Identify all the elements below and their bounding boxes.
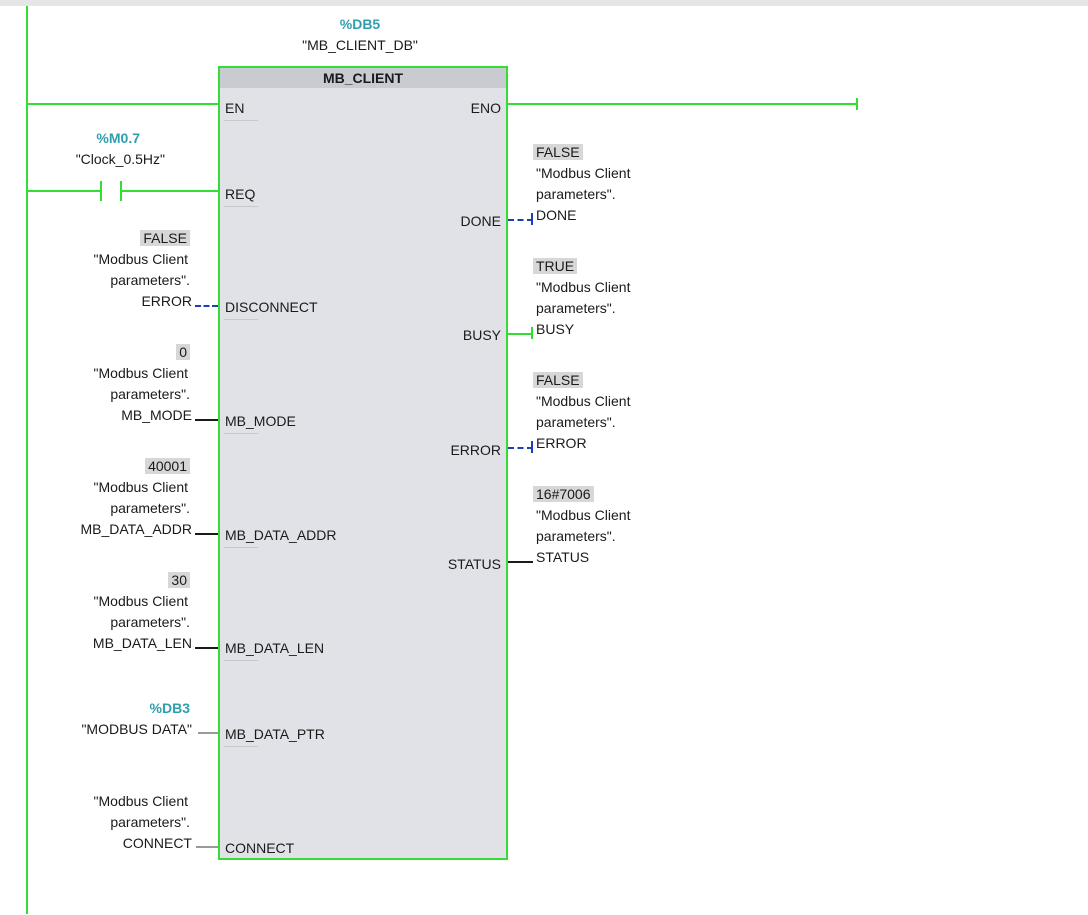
mb-data-len-operand-value: 30 bbox=[168, 572, 190, 588]
disconnect-operand-line1[interactable]: "Modbus Client bbox=[93, 251, 188, 267]
disconnect-wire bbox=[195, 305, 218, 307]
mb-data-addr-operand-value-row[interactable]: 40001 bbox=[20, 456, 190, 477]
mb-mode-operand-value-row[interactable]: 0 bbox=[20, 342, 190, 363]
mb-data-addr-operand-line2[interactable]: parameters". bbox=[110, 500, 190, 516]
req-contact-left-bar[interactable] bbox=[100, 181, 102, 201]
status-operand-value: 16#7006 bbox=[533, 486, 594, 502]
pin-mb-data-ptr[interactable]: MB_DATA_PTR bbox=[225, 726, 325, 742]
pin-connect[interactable]: CONNECT bbox=[225, 840, 295, 856]
done-operand-line2[interactable]: parameters". bbox=[536, 186, 616, 202]
left-power-rail bbox=[26, 6, 28, 914]
mb-data-len-operand-value-row[interactable]: 30 bbox=[20, 570, 190, 591]
pin-eno[interactable]: ENO bbox=[470, 100, 501, 116]
pin-mb-data-len[interactable]: MB_DATA_LEN bbox=[225, 640, 325, 656]
error-operand-line2[interactable]: parameters". bbox=[536, 414, 616, 430]
error-operand-line3[interactable]: ERROR bbox=[536, 435, 587, 451]
pin-mb-data-ptr-underline bbox=[224, 746, 258, 747]
mb-data-ptr-wire bbox=[198, 732, 218, 734]
pin-mb-mode-underline bbox=[224, 433, 258, 434]
en-power-line bbox=[28, 103, 218, 105]
done-operand-value: FALSE bbox=[533, 144, 583, 160]
mb-data-addr-operand-value: 40001 bbox=[145, 458, 190, 474]
pin-busy[interactable]: BUSY bbox=[462, 327, 501, 343]
status-operand-line1[interactable]: "Modbus Client bbox=[536, 507, 631, 523]
connect-operand-line3[interactable]: CONNECT bbox=[122, 835, 192, 851]
disconnect-operand-line2[interactable]: parameters". bbox=[110, 272, 190, 288]
disconnect-operand-line3[interactable]: ERROR bbox=[141, 293, 192, 309]
mb-mode-operand-line3[interactable]: MB_MODE bbox=[121, 407, 192, 423]
error-wire-end bbox=[531, 441, 533, 453]
eno-power-line bbox=[506, 103, 857, 105]
pin-done[interactable]: DONE bbox=[460, 213, 501, 229]
done-operand-value-row[interactable]: FALSE bbox=[533, 142, 583, 163]
req-contact-address[interactable]: %M0.7 bbox=[96, 130, 140, 146]
pin-status[interactable]: STATUS bbox=[447, 556, 501, 572]
block-title: MB_CLIENT bbox=[220, 68, 506, 88]
disconnect-operand-value: FALSE bbox=[140, 230, 190, 246]
error-operand-value: FALSE bbox=[533, 372, 583, 388]
error-operand-line1[interactable]: "Modbus Client bbox=[536, 393, 631, 409]
pin-disconnect-underline bbox=[224, 319, 258, 320]
mb-mode-operand-line2[interactable]: parameters". bbox=[110, 386, 190, 402]
editor-top-border bbox=[0, 0, 1088, 6]
busy-operand-line1[interactable]: "Modbus Client bbox=[536, 279, 631, 295]
eno-line-end bbox=[856, 98, 858, 110]
mb-client-block[interactable]: MB_CLIENT EN REQ DISCONNECT MB_MODE MB_D… bbox=[218, 66, 508, 860]
mb-data-ptr-operand-name[interactable]: "MODBUS DATA" bbox=[81, 721, 192, 737]
pin-error[interactable]: ERROR bbox=[450, 442, 501, 458]
busy-operand-value-row[interactable]: TRUE bbox=[533, 256, 578, 277]
instance-db-name[interactable]: "MB_CLIENT_DB" bbox=[302, 37, 418, 53]
connect-operand-line1[interactable]: "Modbus Client bbox=[93, 793, 188, 809]
busy-operand-line2[interactable]: parameters". bbox=[536, 300, 616, 316]
mb-data-len-operand-line2[interactable]: parameters". bbox=[110, 614, 190, 630]
mb-data-ptr-operand-address[interactable]: %DB3 bbox=[149, 700, 190, 716]
busy-operand-line3[interactable]: BUSY bbox=[536, 321, 575, 337]
done-wire-end bbox=[531, 213, 533, 225]
mb-data-len-operand-line3[interactable]: MB_DATA_LEN bbox=[92, 635, 192, 651]
busy-operand-value: TRUE bbox=[533, 258, 578, 274]
mb-data-len-wire bbox=[195, 647, 218, 649]
status-operand-value-row[interactable]: 16#7006 bbox=[533, 484, 594, 505]
req-line-left bbox=[28, 190, 100, 192]
done-operand-line1[interactable]: "Modbus Client bbox=[536, 165, 631, 181]
mb-mode-operand-value: 0 bbox=[176, 344, 190, 360]
pin-mb-data-addr[interactable]: MB_DATA_ADDR bbox=[225, 527, 337, 543]
status-wire bbox=[508, 561, 533, 563]
pin-en[interactable]: EN bbox=[225, 100, 245, 116]
pin-req[interactable]: REQ bbox=[225, 186, 256, 202]
status-operand-line2[interactable]: parameters". bbox=[536, 528, 616, 544]
instance-db-address[interactable]: %DB5 bbox=[339, 16, 381, 32]
mb-mode-wire bbox=[195, 419, 218, 421]
error-operand-value-row[interactable]: FALSE bbox=[533, 370, 583, 391]
done-operand-line3[interactable]: DONE bbox=[536, 207, 577, 223]
mb-data-addr-operand-line3[interactable]: MB_DATA_ADDR bbox=[80, 521, 192, 537]
pin-mb-data-len-underline bbox=[224, 660, 258, 661]
mb-mode-operand-line1[interactable]: "Modbus Client bbox=[93, 365, 188, 381]
req-contact-name[interactable]: "Clock_0.5Hz" bbox=[75, 151, 165, 167]
status-operand-line3[interactable]: STATUS bbox=[536, 549, 590, 565]
busy-wire bbox=[506, 333, 533, 335]
req-contact-right-bar[interactable] bbox=[120, 181, 122, 201]
pin-en-underline bbox=[224, 120, 258, 121]
done-wire bbox=[508, 219, 533, 221]
mb-data-addr-operand-line1[interactable]: "Modbus Client bbox=[93, 479, 188, 495]
connect-wire bbox=[196, 846, 218, 848]
pin-req-underline bbox=[224, 206, 258, 207]
pin-mb-mode[interactable]: MB_MODE bbox=[225, 413, 296, 429]
pin-mb-data-addr-underline bbox=[224, 547, 258, 548]
connect-operand-line2[interactable]: parameters". bbox=[110, 814, 190, 830]
mb-data-addr-wire bbox=[195, 533, 218, 535]
pin-disconnect[interactable]: DISCONNECT bbox=[225, 299, 318, 315]
disconnect-operand-value-row[interactable]: FALSE bbox=[20, 228, 190, 249]
req-line-right bbox=[122, 190, 218, 192]
error-wire bbox=[508, 447, 533, 449]
busy-wire-end bbox=[531, 327, 533, 339]
mb-data-len-operand-line1[interactable]: "Modbus Client bbox=[93, 593, 188, 609]
